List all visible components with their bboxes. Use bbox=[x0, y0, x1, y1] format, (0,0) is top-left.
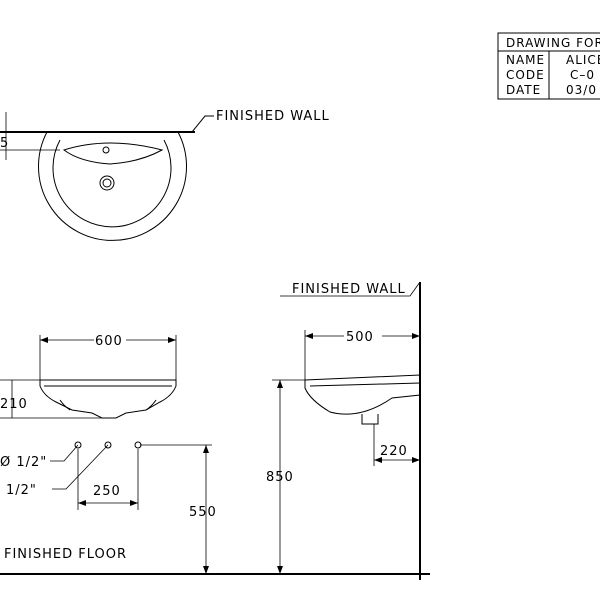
basin-front-outline bbox=[39, 379, 177, 419]
basin-outer-outline bbox=[38, 131, 187, 241]
front-width-arrow-right bbox=[168, 337, 176, 343]
faucet-deck bbox=[62, 142, 164, 165]
supply-height-arrow-bottom bbox=[203, 566, 209, 574]
title-block-date-label: DATE bbox=[506, 83, 541, 97]
basin-side-outline bbox=[304, 374, 421, 415]
side-wall-leader bbox=[280, 281, 421, 297]
plan-offset-dim: 5 bbox=[0, 136, 9, 151]
spacing-arrow-right bbox=[130, 500, 138, 506]
side-view: FINISHED WALL 500 850 220 bbox=[266, 281, 421, 580]
plan-wall-label: FINISHED WALL bbox=[216, 109, 330, 124]
drain-outer bbox=[99, 175, 115, 191]
basin-front-leg-right bbox=[145, 399, 157, 411]
front-view: 600 210 Ø 1/2" 1/2" 250 550 bbox=[0, 334, 430, 575]
title-block-name-value: ALICE bbox=[566, 53, 600, 67]
spacing-dim: 250 bbox=[93, 484, 121, 499]
supply-height-arrow-top bbox=[203, 445, 209, 453]
front-width-dim: 600 bbox=[95, 334, 123, 349]
spacing-arrow-left bbox=[78, 500, 86, 506]
drain-offset-arrow-left bbox=[374, 457, 382, 463]
basin-front-leg-left bbox=[59, 399, 71, 411]
plan-wall-leader bbox=[191, 115, 214, 133]
waste-point bbox=[104, 441, 112, 449]
plan-view: FINISHED WALL 5 bbox=[0, 109, 330, 241]
side-depth-arrow-right bbox=[412, 333, 420, 339]
rim-height-dim: 850 bbox=[266, 470, 294, 485]
floor-label: FINISHED FLOOR bbox=[4, 547, 127, 562]
basin-side-trap bbox=[361, 414, 379, 425]
waste-label-leader bbox=[52, 444, 109, 490]
supply-label-leader bbox=[50, 444, 79, 462]
front-width-arrow-left bbox=[40, 337, 48, 343]
rim-height-arrow-top bbox=[277, 380, 283, 388]
side-depth-dim: 500 bbox=[346, 330, 374, 345]
drain-offset-arrow-right bbox=[412, 457, 420, 463]
title-block-header: DRAWING FOR bbox=[506, 36, 600, 50]
waste-label: 1/2" bbox=[6, 483, 37, 498]
title-block-name-label: NAME bbox=[506, 53, 545, 67]
tap-hole bbox=[102, 146, 110, 154]
title-block-date-value: 03/0 bbox=[566, 83, 597, 97]
supply-label: Ø 1/2" bbox=[0, 455, 47, 470]
drain-offset-dim: 220 bbox=[380, 444, 408, 459]
supply-height-dim: 550 bbox=[189, 505, 217, 520]
front-height-dim: 210 bbox=[0, 397, 28, 412]
title-block-code-value: C–0 bbox=[570, 68, 595, 82]
basin-side-rim bbox=[309, 382, 421, 387]
side-depth-arrow-left bbox=[305, 333, 313, 339]
basin-inner-bowl bbox=[52, 139, 172, 228]
title-block-code-label: CODE bbox=[506, 68, 545, 82]
title-block: DRAWING FOR NAME ALICE CODE C–0 DATE 03/… bbox=[497, 32, 600, 100]
supply-point-left bbox=[74, 441, 82, 449]
title-block-frame bbox=[497, 32, 600, 100]
side-wall-label: FINISHED WALL bbox=[292, 282, 406, 297]
drain-inner bbox=[102, 178, 112, 188]
rim-height-arrow-bottom bbox=[277, 566, 283, 574]
